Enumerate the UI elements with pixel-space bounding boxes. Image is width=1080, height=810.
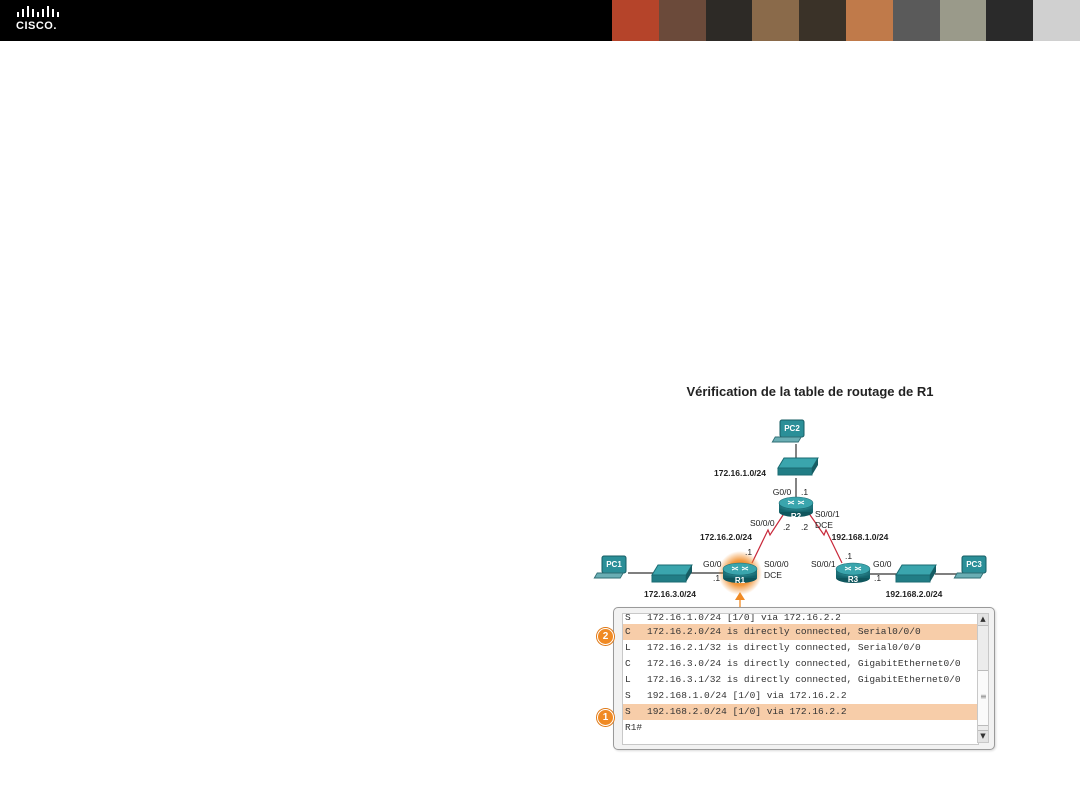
- r1-label: R1: [735, 576, 746, 585]
- interface-label: DCE: [815, 520, 833, 530]
- switch-icon: [651, 564, 693, 583]
- interface-label: S0/0/0: [764, 559, 789, 569]
- terminal-scrollbar[interactable]: ▲ ≡ ▼: [977, 613, 989, 743]
- switch-icon: [895, 564, 937, 583]
- interface-label: .1: [801, 487, 808, 497]
- cisco-logo-text: CISCO.: [16, 20, 57, 32]
- diagram-title: Vérification de la table de routage de R…: [686, 384, 934, 399]
- callout-badge-1: 1: [597, 709, 614, 726]
- header-photo: [845, 0, 893, 41]
- network-label: 172.16.1.0/24: [714, 468, 766, 478]
- cisco-logo: [17, 6, 59, 17]
- network-label: 172.16.2.0/24: [700, 532, 752, 542]
- interface-label: .1: [745, 547, 752, 557]
- interface-label: .1: [713, 573, 720, 583]
- interface-label: .2: [801, 522, 808, 532]
- header-photo: [892, 0, 940, 41]
- network-topology: PC2 R2 R1 R3: [593, 419, 987, 612]
- scroll-up-icon[interactable]: ▲: [978, 614, 988, 626]
- network-label: 192.168.2.0/24: [886, 589, 943, 599]
- pc-icon: [593, 555, 627, 579]
- pc3-label: PC3: [966, 560, 982, 569]
- header-photo: [986, 0, 1034, 41]
- pc2-label: PC2: [784, 424, 800, 433]
- pc-icon: [953, 555, 987, 579]
- network-label: 192.168.1.0/24: [832, 532, 889, 542]
- header-photo: [658, 0, 706, 41]
- pc1-label: PC1: [606, 560, 622, 569]
- router-icon: [835, 562, 871, 583]
- interface-label: S0/0/1: [815, 509, 840, 519]
- interface-label: S0/0/1: [811, 559, 836, 569]
- interface-label: .2: [783, 522, 790, 532]
- r3-label: R3: [848, 575, 859, 584]
- header-photo: [752, 0, 800, 41]
- header-photo: [705, 0, 753, 41]
- interface-label: .1: [874, 573, 881, 583]
- interface-label: .1: [845, 551, 852, 561]
- router-icon: [722, 562, 758, 583]
- link-r2-r3-serial: [807, 511, 843, 564]
- r2-label: R2: [791, 512, 802, 521]
- pc-icon: [771, 419, 805, 443]
- terminal-prompt: R1#: [625, 722, 643, 733]
- interface-label: G0/0: [873, 559, 892, 569]
- grip-icon: ≡: [980, 692, 987, 701]
- header-photo: [799, 0, 846, 41]
- callout-badge-2: 2: [597, 628, 614, 645]
- header-bar: CISCO.: [0, 0, 1080, 41]
- interface-label: DCE: [764, 570, 782, 580]
- header-photo: [612, 0, 659, 41]
- header-photo: [1033, 0, 1080, 41]
- link-r1-r2-serial: [751, 511, 786, 564]
- switch-icon: [777, 457, 819, 476]
- interface-label: G0/0: [773, 487, 792, 497]
- header-photo: [939, 0, 987, 41]
- header-photo-strip: [612, 0, 1080, 41]
- interface-label: S0/0/0: [750, 518, 775, 528]
- scrollbar-thumb[interactable]: ≡: [978, 670, 988, 726]
- interface-label: G0/0: [703, 559, 722, 569]
- router-icon: [778, 496, 814, 517]
- scroll-down-icon[interactable]: ▼: [978, 730, 988, 742]
- network-label: 172.16.3.0/24: [644, 589, 696, 599]
